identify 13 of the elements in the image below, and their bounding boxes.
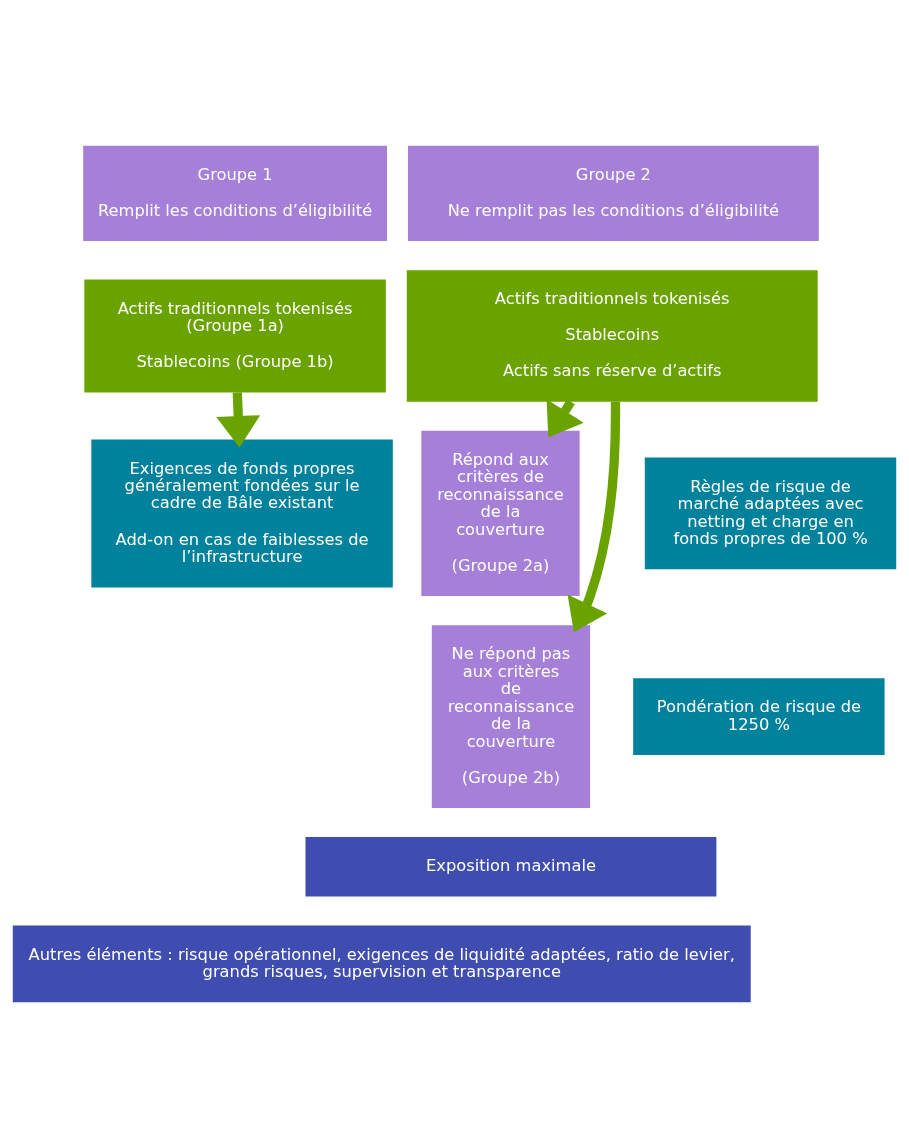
node-box: Groupe 1 Remplit les conditions d’éligibilité (83, 145, 387, 241)
node-box: Ne répond pas aux critères de reconnaissance de la couverture (Groupe 2b) (431, 624, 591, 808)
node-box: Règles de risque de marché adaptées avec netting et charge en fonds propres de 100 % (644, 457, 897, 569)
node-box: Exposition maximale (305, 836, 717, 896)
node-box: Exigences de fonds propres généralement fondées sur le cadre de Bâle existant Add-on en cas de faiblesses de l’infrastructure (91, 439, 393, 587)
node-box: Actifs traditionnels tokenisés Stablecoins Actifs sans réserve d’actifs (406, 269, 818, 402)
arrow (216, 391, 261, 447)
arrow (567, 401, 621, 632)
node-box: Groupe 2 Ne remplit pas les conditions d’éligibilité (407, 145, 819, 241)
node-box: Autres éléments : risque opérationnel, exigences de liquidité adaptées, ratio de levier, grands risques, supervision et transparence (12, 925, 751, 1002)
node-box: Pondération de risque de 1250 % (633, 677, 885, 755)
node-box: Actifs traditionnels tokenisés (Groupe 1a) Stablecoins (Groupe 1b) (84, 279, 386, 392)
node-box: Répond aux critères de reconnaissance de la couverture (Groupe 2a) (421, 430, 580, 596)
